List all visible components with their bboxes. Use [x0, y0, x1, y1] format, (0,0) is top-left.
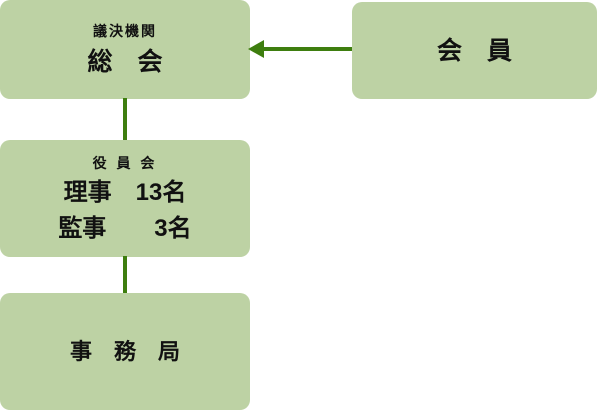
node-members-title: 会 員 [436, 36, 512, 65]
arrowhead-left-icon [248, 40, 264, 58]
node-board-auditors-count: 監事 3名 [58, 214, 192, 242]
connector-board-to-secretariat [123, 256, 127, 294]
node-general-meeting-title: 総 会 [87, 48, 163, 76]
connector-general-meeting-to-board [123, 98, 127, 141]
node-board-subtitle: 役 員 会 [92, 154, 158, 171]
node-general-meeting-subtitle: 議決機関 [93, 23, 157, 39]
node-general-meeting: 議決機関 総 会 [0, 0, 250, 99]
node-board-directors-count: 理事 13名 [63, 178, 187, 206]
node-board: 役 員 会 理事 13名 監事 3名 [0, 140, 250, 257]
connector-members-to-general-meeting [262, 47, 352, 51]
node-secretariat-title: 事 務 局 [69, 338, 180, 364]
node-secretariat: 事 務 局 [0, 293, 250, 410]
node-members: 会 員 [352, 2, 597, 99]
